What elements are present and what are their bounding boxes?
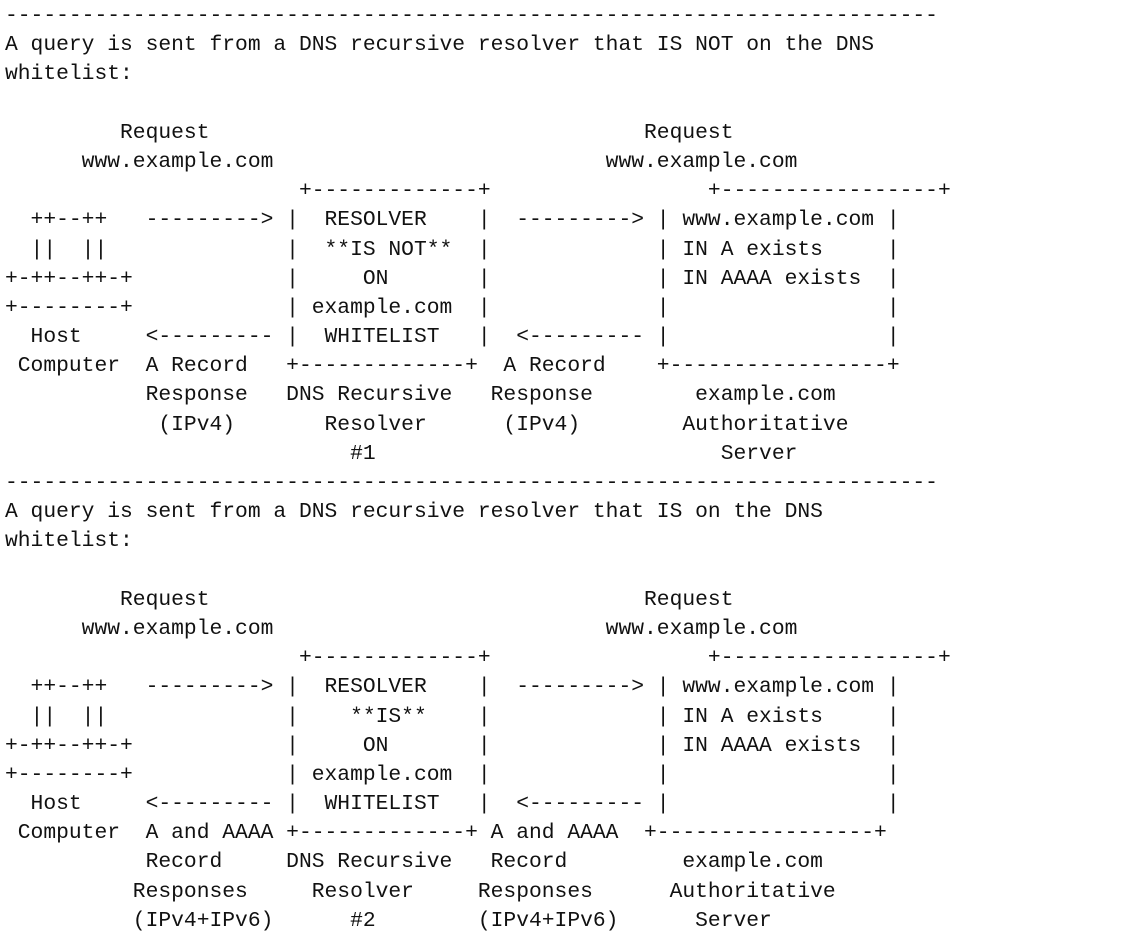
request-label: Request Request	[5, 120, 734, 145]
node-labels: #1 Server	[5, 441, 798, 466]
request-domain-label: www.example.com www.example.com	[5, 149, 798, 174]
diagram-row: +-++--++-+ | ON | | IN AAAA exists |	[5, 266, 900, 291]
divider-line: ----------------------------------------…	[5, 471, 938, 495]
request-label: Request Request	[5, 587, 734, 612]
node-labels: (IPv4) Resolver (IPv4) Authoritative	[5, 412, 849, 437]
scenario-2-caption: A query is sent from a DNS recursive res…	[5, 500, 823, 525]
divider-line: ----------------------------------------…	[5, 4, 938, 28]
node-labels: (IPv4+IPv6) #2 (IPv4+IPv6) Server	[5, 908, 772, 933]
node-labels: Responses Resolver Responses Authoritati…	[5, 879, 836, 904]
diagram-row: Host <--------- | WHITELIST | <---------…	[5, 792, 900, 817]
request-domain-label: www.example.com www.example.com	[5, 616, 798, 641]
blank-line	[5, 90, 951, 119]
ascii-dns-whitelist-diagram: ----------------------------------------…	[5, 2, 951, 936]
diagram-row: || || | **IS** | | IN A exists |	[5, 704, 900, 729]
box-top-border: +-------------+ +-----------------+	[5, 646, 951, 671]
box-top-border: +-------------+ +-----------------+	[5, 179, 951, 204]
box-bottom-border: Computer A and AAAA +-------------+ A an…	[5, 821, 887, 846]
diagram-row: +-++--++-+ | ON | | IN AAAA exists |	[5, 733, 900, 758]
box-bottom-border: Computer A Record +-------------+ A Reco…	[5, 354, 900, 379]
scenario-1-caption-cont: whitelist:	[5, 62, 133, 87]
blank-line	[5, 557, 951, 586]
diagram-row: +--------+ | example.com | | |	[5, 762, 900, 787]
diagram-row: ++--++ ---------> | RESOLVER | ---------…	[5, 675, 900, 700]
node-labels: Response DNS Recursive Response example.…	[5, 383, 836, 408]
diagram-row: || || | **IS NOT** | | IN A exists |	[5, 237, 900, 262]
diagram-row: ++--++ ---------> | RESOLVER | ---------…	[5, 208, 900, 233]
scenario-1-caption: A query is sent from a DNS recursive res…	[5, 33, 875, 58]
scenario-2-caption-cont: whitelist:	[5, 529, 133, 554]
diagram-row: Host <--------- | WHITELIST | <---------…	[5, 325, 900, 350]
diagram-row: +--------+ | example.com | | |	[5, 295, 900, 320]
node-labels: Record DNS Recursive Record example.com	[5, 850, 823, 875]
